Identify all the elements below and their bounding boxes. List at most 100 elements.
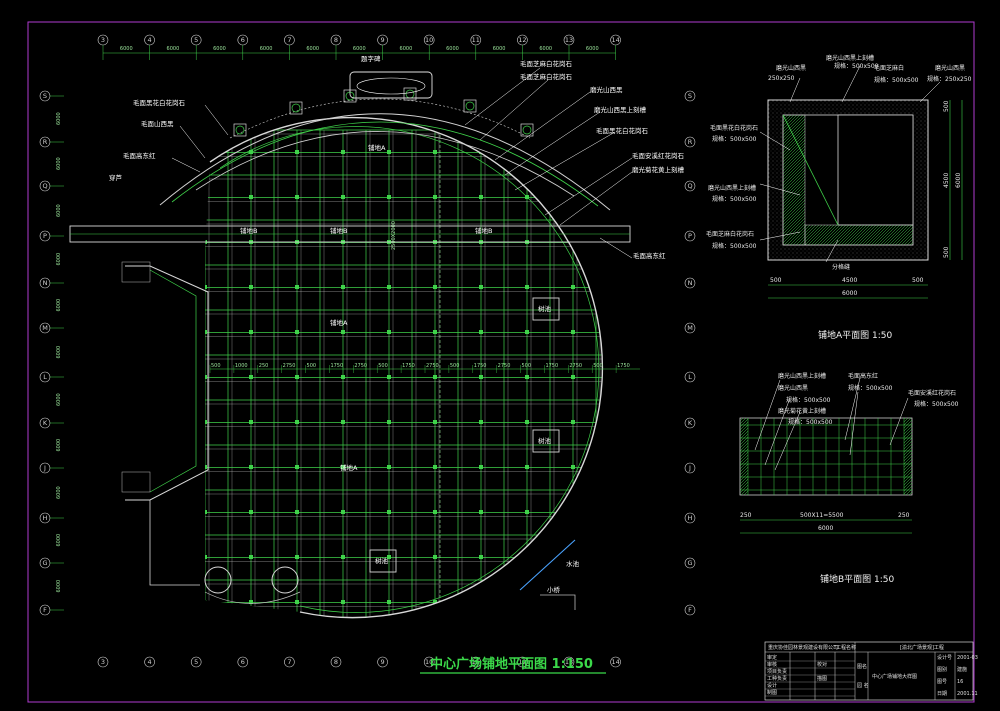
db-label-5: 毛面安溪红花岗石 — [908, 389, 956, 397]
column-axis-bubble — [190, 656, 202, 668]
label-paving-a-1: 铺地A — [368, 143, 386, 152]
column-axis-label: 12 — [518, 658, 526, 666]
tb-meta-value: 2001.11 — [957, 691, 978, 697]
grid-node — [341, 465, 345, 469]
row-spacing-label: 6000 — [56, 580, 62, 593]
label-r1: 毛面芝麻白花岗石 — [520, 59, 573, 68]
grid-node — [479, 510, 483, 514]
detail-b-edge-left — [740, 418, 748, 495]
bottom-steps — [204, 591, 301, 604]
column-axis-label: 4 — [148, 658, 152, 666]
grid-node — [387, 285, 391, 289]
label-r2: 毛面芝麻白花岗石 — [520, 72, 573, 81]
row-axis-label: N — [43, 279, 48, 287]
tb-drawing-name: 中心广场铺地大样图 — [872, 673, 917, 680]
column-axis-label: 14 — [611, 36, 619, 44]
tb-signature-label: 描图 — [817, 675, 827, 682]
column-spacing-label: 6000 — [260, 46, 273, 52]
grid-node — [571, 150, 575, 154]
row-axis-label: Q — [42, 182, 47, 190]
grid-node — [205, 420, 207, 424]
grid-node — [479, 195, 483, 199]
row-axis-bubble — [684, 136, 696, 148]
row-axis-label: M — [687, 324, 693, 332]
grid-node — [433, 195, 437, 199]
row-axis-label: G — [42, 559, 47, 567]
grid-node — [205, 150, 207, 154]
da-white: 毛面芝麻白 — [874, 64, 904, 72]
grid-node — [295, 555, 299, 559]
tb-meta-label: 设计号 — [937, 654, 952, 661]
row-axis-bubble — [684, 90, 696, 102]
grid-node — [205, 600, 207, 604]
row-axis-bubble — [684, 322, 696, 334]
main-drawing-title: 中心广场铺地平面图 1:150 — [430, 656, 593, 672]
column-axis-bubble — [377, 656, 388, 668]
row-spacing-label: 6000 — [56, 299, 62, 312]
label-r4: 磨光山西黑上刻槽 — [594, 105, 647, 114]
da-dim-r1: 500 — [943, 100, 950, 112]
column-spacing-label: 6000 — [120, 46, 133, 52]
grid-node — [433, 510, 437, 514]
column-axis-label: 11 — [472, 658, 480, 666]
row-axis-label: S — [43, 92, 47, 100]
row-spacing-label: 6000 — [56, 204, 62, 217]
column-spacing-label: 6000 — [493, 46, 506, 52]
tb-meta-value: 16 — [957, 679, 963, 685]
tb-meta-label: 图号 — [937, 679, 947, 685]
grid-node — [295, 510, 299, 514]
da-white-sand: 毛面芝麻白花岗石 — [706, 230, 754, 238]
column-axis-bubble — [330, 656, 342, 668]
tb-company: 重庆协佳园林景观建设有限公司 — [768, 644, 838, 651]
grid-node — [525, 600, 529, 604]
row-axis-label: P — [688, 232, 692, 240]
grid-node — [295, 195, 299, 199]
row-axis-bubble — [684, 557, 696, 569]
arc-post-box — [463, 99, 477, 113]
column-axis-label: 8 — [334, 658, 338, 666]
db-spec-4: 规格：500x500 — [848, 384, 893, 392]
column-spacing-label: 6000 — [586, 46, 599, 52]
grid-node — [341, 285, 345, 289]
grid-node — [249, 555, 253, 559]
row-axis-bubble — [684, 417, 696, 429]
label-tree-pit-2: 树池 — [538, 436, 552, 445]
grid-node — [571, 555, 575, 559]
tree-pit-3 — [369, 549, 397, 573]
column-axis-bubble — [563, 656, 575, 668]
dim-chain-value: 500 — [378, 363, 388, 369]
grid-node — [525, 285, 529, 289]
grid-node — [479, 330, 483, 334]
water-edge — [519, 539, 576, 591]
row-axis-label: K — [688, 419, 693, 427]
grid-node — [617, 465, 621, 469]
dim-chain-value: 500 — [307, 363, 317, 369]
left-steps-top — [121, 261, 151, 283]
grid-node — [387, 555, 391, 559]
column-spacing-label: 6000 — [353, 46, 366, 52]
db-dim-right: 250 — [898, 512, 910, 519]
grid-node — [295, 330, 299, 334]
column-axis-label: 8 — [334, 36, 338, 44]
tb-meta-value: 建施 — [957, 666, 967, 673]
stele-rock — [356, 77, 426, 95]
grid-node — [249, 510, 253, 514]
detail-a-leaders — [759, 65, 941, 263]
grid-node — [341, 375, 345, 379]
row-axis-label: Q — [687, 182, 692, 190]
dim-chain-value: 500 — [450, 363, 460, 369]
tb-role-label: 项目负责 — [767, 668, 787, 675]
grid-node — [205, 375, 207, 379]
column-axis-label: 7 — [287, 36, 291, 44]
da-dim-b1: 500 — [770, 277, 782, 284]
db-spec-2: 规格：500x500 — [786, 396, 831, 404]
grid-node — [249, 330, 253, 334]
grid-node — [571, 465, 575, 469]
dim-chain-value: 2750 — [283, 363, 296, 369]
dim-chain-value: 2750 — [354, 363, 367, 369]
da-spec-black: 规格：500x500 — [712, 135, 757, 143]
column-axis-label: 6 — [241, 36, 245, 44]
grid-node — [387, 330, 391, 334]
label-small-bridge: 小桥 — [547, 585, 561, 594]
